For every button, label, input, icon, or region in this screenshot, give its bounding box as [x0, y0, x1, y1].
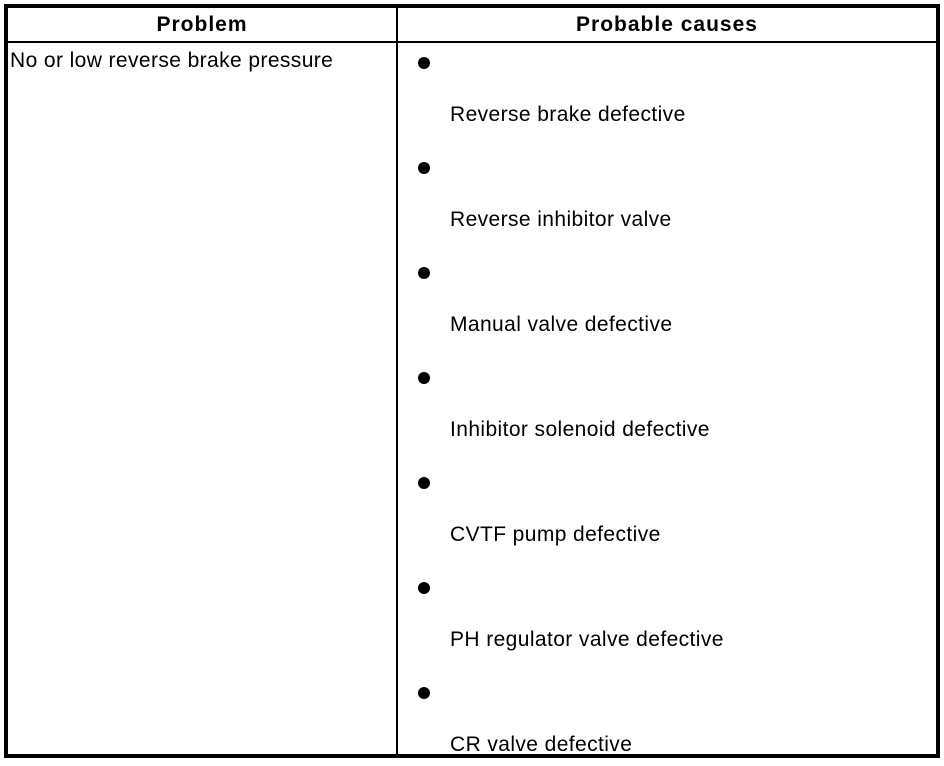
bullet-icon [418, 687, 430, 699]
cause-item: Reverse inhibitor valve [398, 154, 936, 259]
cause-label: CR valve defective [450, 733, 633, 754]
cause-item: Manual valve defective [398, 259, 936, 364]
bullet-icon [418, 267, 430, 279]
bullet-icon [418, 57, 430, 69]
cause-label: CVTF pump defective [450, 523, 661, 546]
bullet-icon [418, 477, 430, 489]
problem-column-header: Problem [156, 12, 248, 36]
probable-causes-cell: Reverse brake defective Reverse inhibito… [396, 43, 936, 754]
bullet-icon [418, 372, 430, 384]
troubleshooting-table: Problem Probable causes No or low revers… [4, 4, 940, 758]
cause-label: Reverse brake defective [450, 103, 686, 126]
bullet-icon [418, 582, 430, 594]
probable-causes-column-header: Probable causes [396, 8, 936, 41]
cause-item: CVTF pump defective [398, 469, 936, 574]
cause-label: PH regulator valve defective [450, 628, 724, 651]
cause-item: Inhibitor solenoid defective [398, 364, 936, 469]
cause-label: Reverse inhibitor valve [450, 208, 672, 231]
cause-item: PH regulator valve defective [398, 574, 936, 679]
bullet-icon [418, 162, 430, 174]
cause-label: Manual valve defective [450, 313, 673, 336]
cause-label: Inhibitor solenoid defective [450, 418, 710, 441]
table-header-row: Problem Probable causes [8, 8, 936, 43]
cause-item: Reverse brake defective [398, 49, 936, 154]
cause-item: CR valve defective [398, 679, 936, 754]
problem-cell: No or low reverse brake pressure [10, 49, 334, 72]
table-body-row: No or low reverse brake pressure Reverse… [8, 43, 936, 754]
